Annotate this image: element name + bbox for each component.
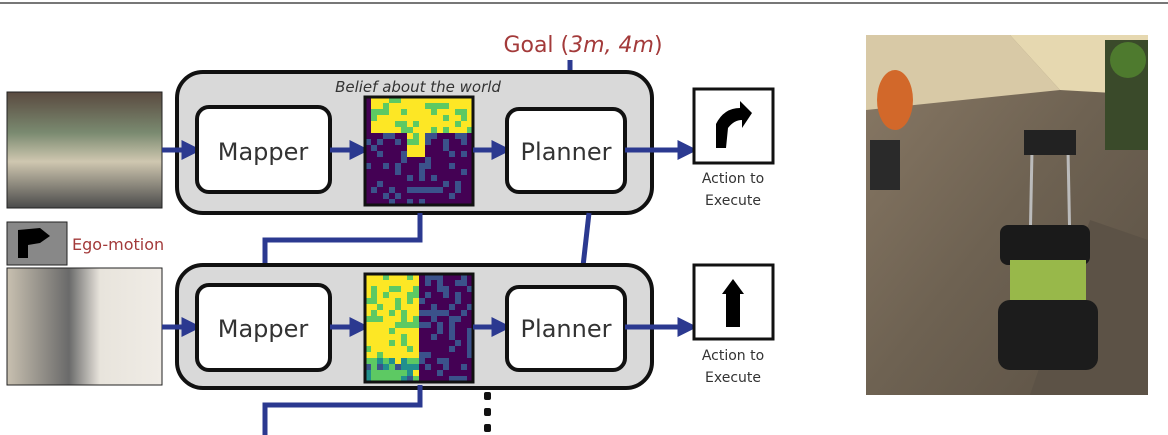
forward-arrow-icon bbox=[722, 279, 744, 327]
map-memory-arrow-next bbox=[262, 385, 423, 435]
map-memory-arrow bbox=[255, 213, 423, 290]
robot-photo bbox=[866, 35, 1148, 395]
planner-label: Planner bbox=[521, 315, 612, 343]
camera-image-1 bbox=[6, 91, 163, 209]
belief-map-1 bbox=[365, 97, 474, 206]
row-1: Belief about the world Mapper Planner Ac… bbox=[6, 70, 775, 215]
action-label: Execute bbox=[705, 370, 761, 386]
action-box-1 bbox=[692, 87, 775, 165]
planner-label: Planner bbox=[521, 138, 612, 166]
action-label: Action to bbox=[702, 171, 764, 187]
action-label: Execute bbox=[705, 193, 761, 209]
mapper-label: Mapper bbox=[218, 138, 309, 166]
camera-image-2 bbox=[6, 267, 163, 386]
ego-motion-icon bbox=[18, 228, 50, 258]
mapper-label: Mapper bbox=[218, 315, 309, 343]
ego-motion-label: Ego-motion bbox=[72, 235, 164, 254]
action-label: Action to bbox=[702, 348, 764, 364]
goal-label: Goal (3m, 4m) bbox=[503, 33, 662, 58]
turn-right-arrow-icon bbox=[716, 101, 752, 148]
row-2: Mapper Planner Action to Execute bbox=[6, 263, 775, 390]
belief-label: Belief about the world bbox=[335, 78, 501, 96]
continuation-dots bbox=[484, 392, 491, 432]
belief-map-2 bbox=[365, 274, 474, 383]
